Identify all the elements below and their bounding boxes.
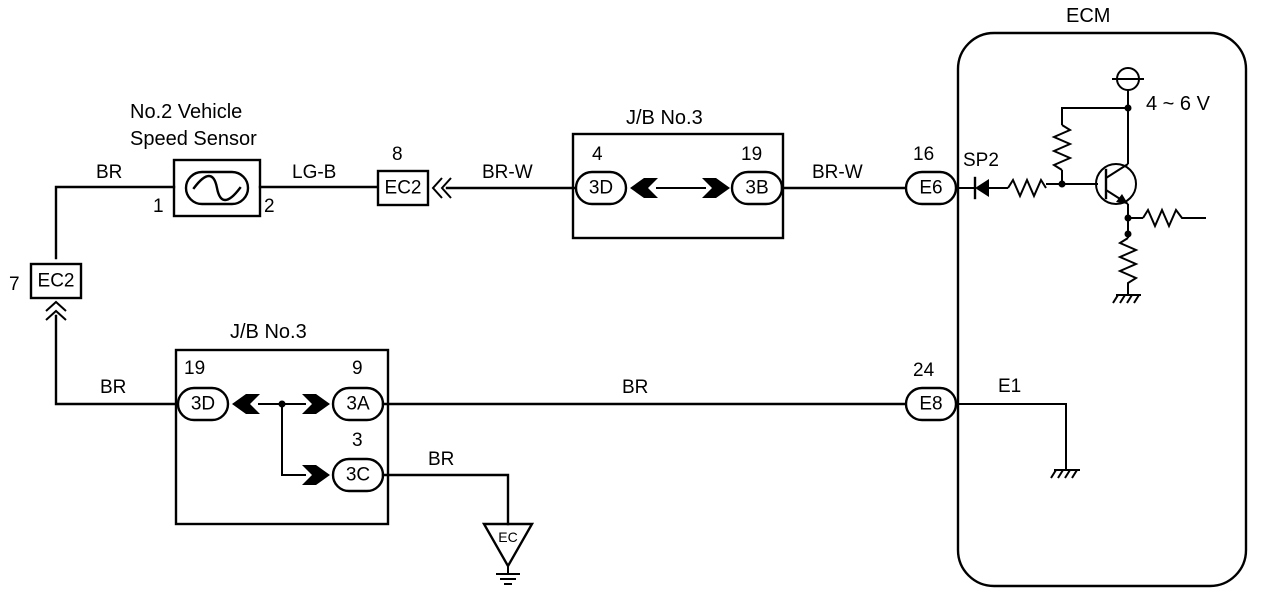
jb-top-left-pin: 4 xyxy=(592,144,603,165)
jb-bottom-box xyxy=(174,348,390,526)
jb-bottom-left-arrow xyxy=(232,394,260,414)
ecm-junction-top xyxy=(1124,104,1132,112)
wire-label-br-top: BR xyxy=(96,162,122,183)
ecm-pullup-resistor xyxy=(1051,124,1073,171)
ec2-left-chevron-1 xyxy=(45,300,67,312)
speed-sensor-element xyxy=(184,170,250,206)
ecm-emitter-resistor-h xyxy=(1142,207,1206,229)
jb-top-3b-label: 3B xyxy=(745,178,768,199)
ecm-e1-wire xyxy=(956,403,1067,470)
e8-label: E8 xyxy=(919,394,942,415)
jb-top-3d-label: 3D xyxy=(589,178,613,199)
jb-bottom-3c-arrow xyxy=(302,465,330,485)
jb-top-left-arrow xyxy=(630,178,658,198)
transistor-collector xyxy=(1105,163,1129,179)
e1-ground-icon xyxy=(1050,469,1078,479)
wire-label-br-ground: BR xyxy=(428,449,454,470)
ec-ground-label: EC xyxy=(498,529,517,545)
wire-label-br-left: BR xyxy=(100,377,126,398)
wire-label-br-mid: BR xyxy=(622,377,648,398)
jb-bottom-mid-pin: 9 xyxy=(352,358,363,379)
jb-top-title: J/B No.3 xyxy=(626,107,703,129)
ecm-title: ECM xyxy=(1066,5,1110,27)
ec2-top-pin: 8 xyxy=(392,144,403,165)
ecm-junction-lower xyxy=(1124,230,1132,238)
ec-ground-symbol xyxy=(481,522,535,569)
ecm-box xyxy=(956,31,1248,588)
wire-label-lgb: LG-B xyxy=(292,162,336,183)
e1-label: E1 xyxy=(998,376,1021,397)
transistor-icon xyxy=(1095,163,1137,205)
wire-br-top xyxy=(54,185,176,260)
jb-bottom-3a-arrow xyxy=(302,394,330,414)
sensor-waveform-icon xyxy=(192,174,242,202)
ec2-top-connector xyxy=(376,169,430,207)
jb-bottom-low-pin: 3 xyxy=(352,430,363,451)
wire-label-brw-right: BR-W xyxy=(812,162,863,183)
sensor-name-line1: No.2 Vehicle xyxy=(130,101,242,123)
wire-br-left xyxy=(54,314,180,406)
e8-pin: 24 xyxy=(913,360,935,381)
ec2-left-connector xyxy=(29,262,83,300)
wire-label-brw-left: BR-W xyxy=(482,162,533,183)
transistor-emitter-arrow xyxy=(1116,194,1128,204)
ec2-top-chevron-1 xyxy=(431,177,443,199)
sp2-diode-icon xyxy=(975,179,989,197)
ecm-pullup-top-wire xyxy=(1061,107,1128,125)
ec2-left-label: EC2 xyxy=(38,271,75,292)
ec2-left-pin: 7 xyxy=(9,274,20,295)
sensor-pin-2: 2 xyxy=(264,196,275,217)
jb-bottom-3d-connector xyxy=(176,386,230,422)
jb-top-right-pin: 19 xyxy=(741,144,762,165)
ecm-emitter-resistor-v xyxy=(1117,237,1139,295)
ecm-ground-icon xyxy=(1112,294,1140,304)
jb-bottom-title: J/B No.3 xyxy=(230,321,307,343)
jb-top-right-arrow xyxy=(702,178,730,198)
sensor-pin-1: 1 xyxy=(153,196,164,217)
ecm-input-resistor xyxy=(1007,177,1047,199)
jb-bottom-3a-label: 3A xyxy=(346,394,370,415)
ec2-top-label: EC2 xyxy=(385,178,422,199)
e6-pin: 16 xyxy=(913,144,934,165)
jb-bottom-3d-label: 3D xyxy=(191,394,215,415)
jb-bottom-3c-label: 3C xyxy=(346,465,370,486)
ecm-voltage-label: 4 ~ 6 V xyxy=(1146,93,1211,115)
sp2-label: SP2 xyxy=(963,150,999,171)
e6-label: E6 xyxy=(919,178,942,199)
jb-top-3d-connector xyxy=(574,170,628,206)
ec2-left-chevron-2 xyxy=(45,309,67,321)
jb-bottom-branch-wire xyxy=(281,404,306,476)
jb-bottom-left-pin: 19 xyxy=(184,358,205,379)
ec2-top-chevron-2 xyxy=(440,177,452,199)
wire-br-ground xyxy=(381,473,510,526)
sensor-name-line2: Speed Sensor xyxy=(130,128,257,150)
